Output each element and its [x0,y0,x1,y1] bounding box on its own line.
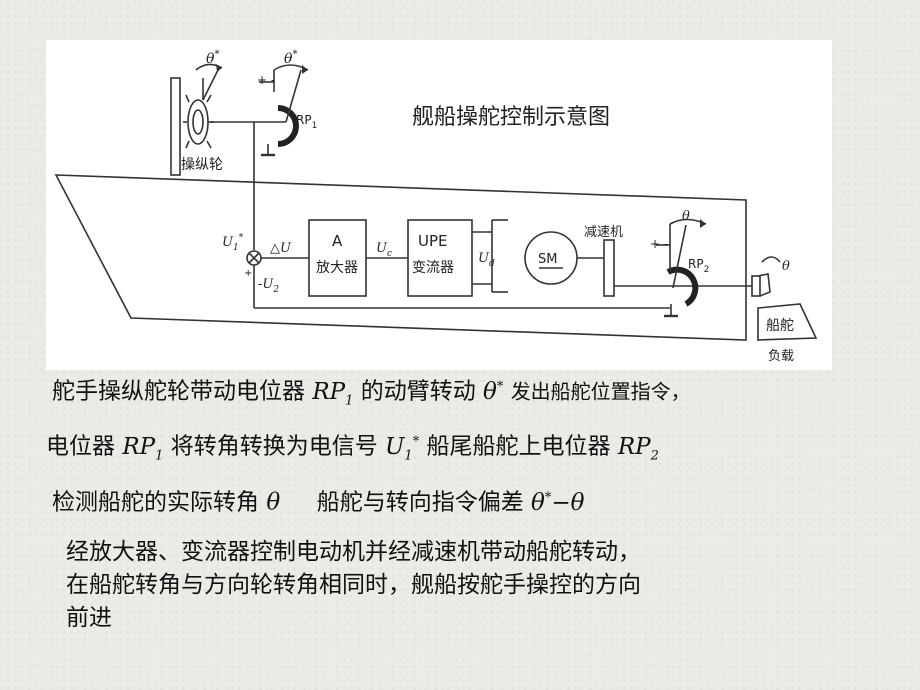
rudder-label: 船舵 [766,318,794,334]
para-line-2: 在船舵转角与方向轮转角相同时，舰船按舵手操控的方向 [66,572,641,598]
rp2-label: RP2 [688,257,709,275]
line2-rp1: RP1 [122,433,164,464]
amplifier-label: 放大器 [316,260,358,276]
load-label: 负载 [768,349,794,364]
rp1-plus-minus: + - [257,73,275,87]
line1-rp1: RP1 [312,378,354,409]
description-paragraph: 经放大器、变流器控制电动机并经减速机带动船舵转动， 在船舵转角与方向轮转角相同时… [66,536,886,635]
u1-label: U1* [222,233,244,253]
amplifier-letter: A [332,232,343,250]
converter-label: 变流器 [412,260,454,276]
wheel-theta-label: θ* [206,49,219,67]
delta-u-label: △U [270,241,292,256]
neg-u2-label: -U2 [258,277,279,295]
steering-wheel-hub [192,109,204,135]
ship-hull [54,174,747,341]
steering-wheel-label: 操纵轮 [181,157,223,173]
rudder-load-box [757,303,818,341]
line1-text-b: 的动臂转动 [360,378,476,405]
sum-plus: + [244,268,252,279]
line2-u1-star: U1* [385,433,420,464]
steering-wheel-icon [187,99,209,145]
line1-text-c: 发出船舵位置指令， [510,379,691,404]
text-line-2: 电位器 RP1 将转角转换为电信号 U1* 船尾船舵上电位器 RP2 [46,427,659,471]
para-line-1: 经放大器、变流器控制电动机并经减速机带动船舵转动， [66,539,641,565]
rp1-label: RP1 [296,113,317,131]
rp2-potentiometer-icon [666,266,699,307]
wheel-post [170,77,181,176]
para-line-3: 前进 [66,605,112,631]
rp2-theta-label: θ [682,209,690,224]
upe-converter-box [407,219,473,297]
line3-text-a: 检测船舵的实际转角 [52,489,259,516]
diagram-title: 舰船操舵控制示意图 [412,105,610,130]
text-line-3: 检测船舵的实际转角 θ 船舵与转向指令偏差 θ*−θ [52,483,585,518]
line3-text-b: 船舵与转向指令偏差 [316,489,524,516]
line2-text-a: 电位器 [46,433,115,460]
text-line-1: 舵手操纵舵轮带动电位器 RP1 的动臂转动 θ* 发出船舵位置指令， [52,372,691,416]
upe-label: UPE [418,232,448,250]
line3-deviation-expr: θ*−θ [531,489,585,516]
line2-text-c: 船尾船舵上电位器 [426,433,611,460]
line1-text-a: 舵手操纵舵轮带动电位器 [52,378,305,405]
rp1-theta-label: θ* [284,49,297,67]
reducer-label: 减速机 [584,225,623,240]
line2-text-b: 将转角转换为电信号 [170,433,378,460]
rp2-plus-minus: + - [650,237,668,251]
line3-theta: θ [266,489,281,516]
ud-label: Ud [478,251,495,269]
reducer-box [603,239,615,297]
rp1-potentiometer-icon [277,105,299,147]
steering-diagram: 舰船操舵控制示意图 操纵轮 θ* θ* + - RP1 U1* + △U -U2… [54,49,818,364]
uc-label: Uc [376,241,392,259]
rudder-theta-label: θ [782,259,790,274]
diagram-panel: 舰船操舵控制示意图 操纵轮 θ* θ* + - RP1 U1* + △U -U2… [46,40,832,370]
line2-rp2: RP2 [617,433,659,464]
motor-label: SM [538,252,557,267]
line1-theta-star: θ* [483,378,504,405]
rudder-blade [751,275,761,297]
